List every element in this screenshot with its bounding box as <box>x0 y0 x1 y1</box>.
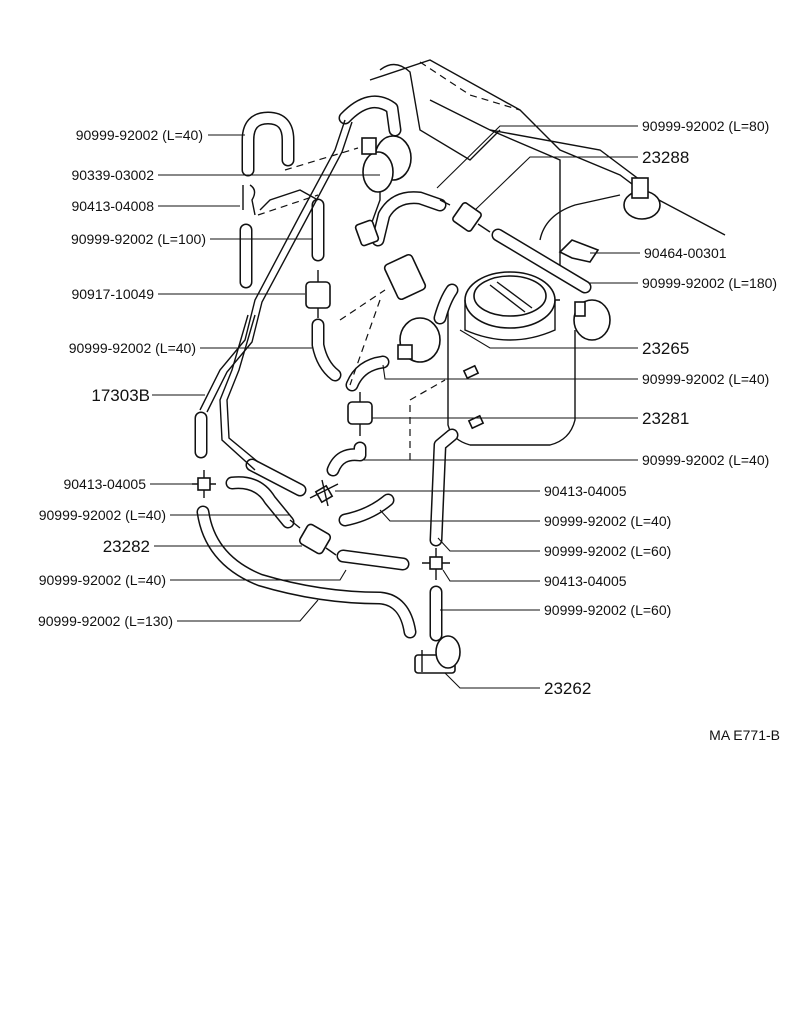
label-hose-l100: 90999-92002 (L=100) <box>71 231 206 247</box>
label-hose-l40-mid-left: 90999-92002 (L=40) <box>69 340 196 356</box>
label-23281: 23281 <box>642 409 689 428</box>
label-hose-l40-top-left: 90999-92002 (L=40) <box>76 127 203 143</box>
label-23265: 23265 <box>642 339 689 358</box>
air-cleaner-ring <box>464 271 556 341</box>
drawing-code: MA E771-B <box>709 727 780 743</box>
label-90339-03002: 90339-03002 <box>71 167 154 183</box>
small-fittings <box>242 184 485 430</box>
label-hose-l40-right-3: 90999-92002 (L=40) <box>544 513 671 529</box>
label-hose-l130: 90999-92002 (L=130) <box>38 613 173 629</box>
valve-23282 <box>289 519 337 556</box>
label-90917-10049: 90917-10049 <box>71 286 154 302</box>
label-17303B: 17303B <box>91 386 150 405</box>
label-90413-04008: 90413-04008 <box>71 198 154 214</box>
vacuum-reservoir-top <box>623 177 661 220</box>
modulator-23265 <box>383 253 441 363</box>
air-cleaner-side-valve <box>573 299 611 341</box>
valve-intake-top <box>361 135 412 193</box>
label-23288: 23288 <box>642 148 689 167</box>
clamp-90464-00301 <box>558 239 600 263</box>
label-tee-90413-04005-left: 90413-04005 <box>63 476 146 492</box>
label-90464-00301: 90464-00301 <box>644 245 727 261</box>
vsv-valve-23288 <box>439 199 491 233</box>
label-hose-l40-bottom-left: 90999-92002 (L=40) <box>39 572 166 588</box>
label-hose-l80: 90999-92002 (L=80) <box>642 118 769 134</box>
label-hose-l180: 90999-92002 (L=180) <box>642 275 777 291</box>
part-labels: 90999-92002 (L=40) 90339-03002 90413-040… <box>38 118 780 743</box>
leader-lines <box>150 125 640 689</box>
tee-connector-center <box>309 479 339 507</box>
sensor-90339-03002 <box>354 219 380 247</box>
label-tee-90413-04005-right: 90413-04005 <box>544 573 627 589</box>
label-hose-l40-right-2: 90999-92002 (L=40) <box>642 452 769 468</box>
label-hose-l40-lower-left: 90999-92002 (L=40) <box>39 507 166 523</box>
label-23262: 23262 <box>544 679 591 698</box>
label-hose-l60-upper: 90999-92002 (L=60) <box>544 543 671 559</box>
vsv-23262 <box>414 635 461 674</box>
routing-dashes <box>257 147 446 460</box>
hoses <box>194 95 592 642</box>
label-hose-l40-right-1: 90999-92002 (L=40) <box>642 371 769 387</box>
label-tee-90413-04005-center: 90413-04005 <box>544 483 627 499</box>
label-23282: 23282 <box>103 537 150 556</box>
valve-23281 <box>347 392 373 436</box>
tee-connector-right <box>422 548 450 580</box>
filter-90917-10049 <box>305 270 331 318</box>
label-hose-l60-lower: 90999-92002 (L=60) <box>544 602 671 618</box>
